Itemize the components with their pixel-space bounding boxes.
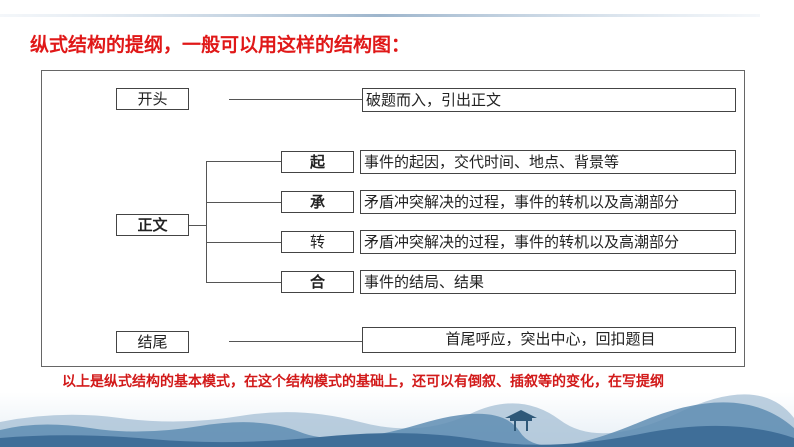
connector-cheng [206,202,281,203]
connector-body-trunk [189,225,207,226]
connector-ending [229,341,362,342]
page-title: 纵式结构的提纲，一般可以用这样的结构图： [30,34,411,56]
label-opening: 开头 [116,88,189,110]
label-qi: 起 [281,151,354,173]
connector-qi [206,161,281,162]
pavilion-icon [505,410,537,431]
desc-opening: 破题而入，引出正文 [362,88,736,112]
label-cheng: 承 [281,191,354,213]
diagram-frame [41,70,745,367]
desc-he: 事件的结局、结果 [360,270,736,294]
label-zhuan: 转 [281,231,354,253]
connector-zhuan [206,242,281,243]
connector-body-vertical [206,161,207,282]
connector-he [206,282,281,283]
label-he: 合 [281,271,354,293]
desc-qi: 事件的起因，交代时间、地点、背景等 [360,150,736,174]
footer-note: 以上是纵式结构的基本模式，在这个结构模式的基础上，还可以有倒叙、插叙等的变化，在… [62,374,664,390]
desc-zhuan: 矛盾冲突解决的过程，事件的转机以及高潮部分 [360,230,736,254]
label-body: 正文 [116,214,189,236]
desc-cheng: 矛盾冲突解决的过程，事件的转机以及高潮部分 [360,190,736,214]
top-decorative-line [0,14,760,17]
connector-opening [229,99,362,100]
desc-ending: 首尾呼应，突出中心，回扣题目 [362,327,736,353]
label-ending: 结尾 [116,331,189,353]
ink-landscape-decoration [0,392,794,447]
